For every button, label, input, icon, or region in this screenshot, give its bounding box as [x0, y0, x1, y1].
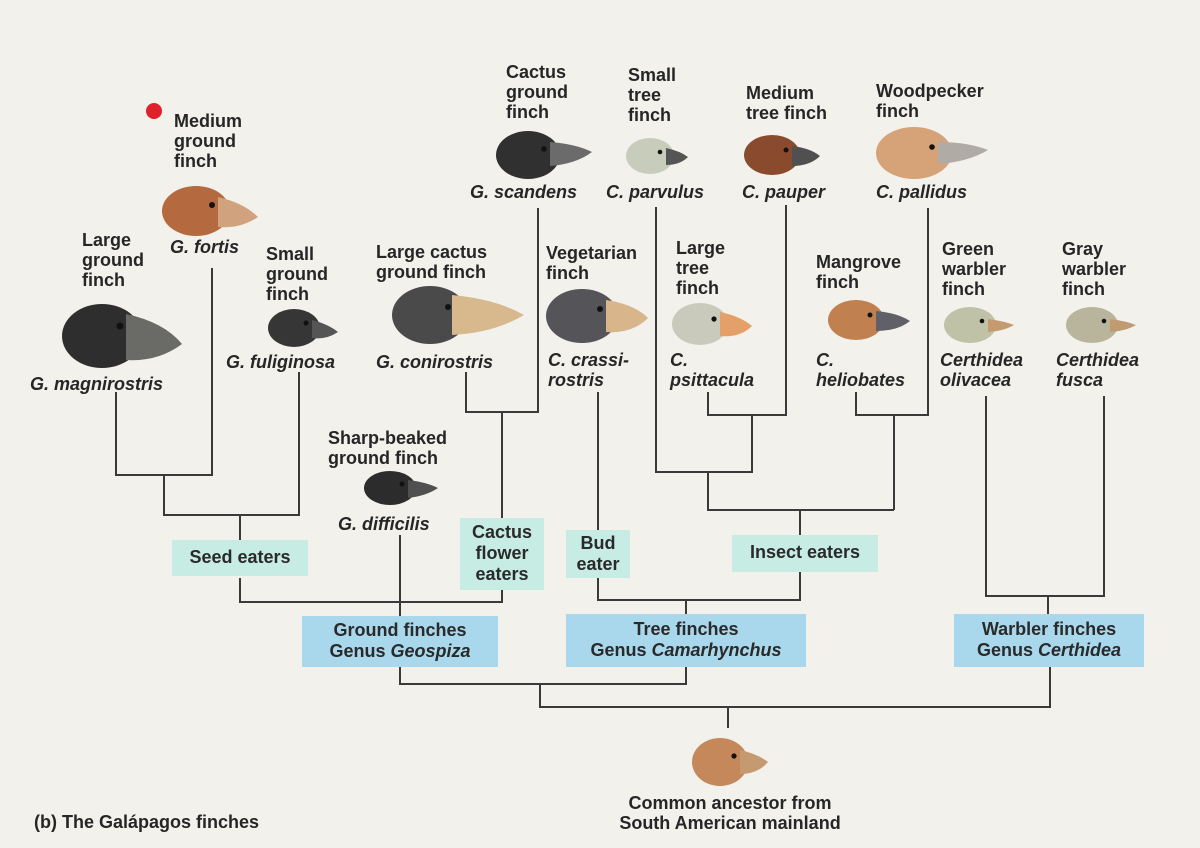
finch-head-difficilis — [364, 471, 438, 505]
finch-head-ancestor — [692, 738, 768, 786]
common-name-pauper: Medium tree finch — [746, 83, 828, 123]
scientific-name-fusca: Certhidea fusca — [1056, 350, 1140, 390]
ancestor-label: Common ancestor from South American main… — [619, 793, 841, 833]
scientific-name-olivacea: Certhidea olivacea — [940, 350, 1024, 390]
finch-head-fusca — [1066, 307, 1136, 343]
scientific-name-pallidus: C. pallidus — [876, 182, 968, 202]
branch-psittacula-pauper — [707, 205, 787, 416]
finch-head-scandens — [496, 131, 592, 179]
finch-head-heliobates — [828, 300, 910, 340]
genus-warbler-finches: Warbler finches Genus Certhidea — [954, 614, 1144, 667]
marker-dot — [146, 103, 162, 119]
finch-head-pauper — [744, 135, 820, 175]
common-name-olivacea: Green warbler finch — [942, 239, 1007, 299]
common-name-fuliginosa: Small ground finch — [266, 244, 328, 304]
scientific-name-fuliginosa: G. fuliginosa — [226, 352, 336, 372]
diet-seed-eaters: Seed eaters — [172, 540, 308, 576]
diet-cactus-flower-eaters: Cactus flower eaters — [460, 518, 544, 590]
scientific-name-pauper: C. pauper — [742, 182, 826, 202]
branch-root — [539, 667, 1051, 708]
scientific-name-conirostris: G. conirostris — [376, 352, 494, 372]
branch-parvulus — [655, 207, 753, 473]
branch-heliobates-pallidus — [855, 208, 929, 416]
finch-head-psittacula — [672, 303, 752, 345]
common-name-psittacula: Large tree finch — [676, 238, 726, 298]
branch-insect-eaters — [707, 472, 894, 511]
scientific-name-fortis: G. fortis — [170, 237, 240, 257]
genus-tree-finches: Tree finches Genus Camarhynchus — [566, 614, 806, 667]
finch-head-fuliginosa — [268, 309, 338, 347]
scientific-name-parvulus: C. parvulus — [606, 182, 705, 202]
finch-head-parvulus — [626, 138, 688, 174]
scientific-name-psittacula: C. psittacula — [670, 350, 755, 390]
branch-ground-tree — [399, 667, 687, 685]
figure-caption: (b) The Galápagos finches — [34, 812, 260, 832]
scientific-name-crassirostris: C. crassi- rostris — [548, 350, 630, 390]
common-name-conirostris: Large cactus ground finch — [376, 242, 488, 282]
common-name-fortis: Medium ground finch — [174, 111, 243, 171]
common-name-pallidus: Woodpecker finch — [876, 81, 984, 121]
finch-head-magnirostris — [62, 304, 182, 368]
common-name-magnirostris: Large ground finch — [82, 230, 144, 290]
branch-tree-finches — [597, 572, 801, 601]
scientific-name-scandens: G. scandens — [470, 182, 578, 202]
branch-ground-finches — [239, 578, 503, 603]
branch-warbler-finches — [985, 396, 1105, 597]
scientific-name-difficilis: G. difficilis — [338, 514, 430, 534]
diet-insect-eaters: Insect eaters — [732, 535, 878, 572]
finch-head-pallidus — [876, 127, 988, 179]
branch-seed-eaters — [163, 372, 300, 516]
finch-head-conirostris — [392, 286, 524, 344]
finch-head-olivacea — [944, 307, 1014, 343]
common-name-parvulus: Small tree finch — [628, 65, 677, 125]
common-name-fusca: Gray warbler finch — [1062, 239, 1127, 299]
common-name-heliobates: Mangrove finch — [816, 252, 902, 292]
genus-ground-finches: Ground finches Genus Geospiza — [302, 616, 498, 667]
scientific-name-magnirostris: G. magnirostris — [30, 374, 164, 394]
common-name-scandens: Cactus ground finch — [506, 62, 568, 122]
diet-bud-eater: Bud eater — [566, 530, 630, 578]
common-name-crassirostris: Vegetarian finch — [546, 243, 638, 283]
common-name-difficilis: Sharp-beaked ground finch — [328, 428, 448, 468]
scientific-name-heliobates: C. heliobates — [816, 350, 906, 390]
finch-head-crassirostris — [546, 289, 648, 343]
finch-head-fortis — [162, 186, 258, 236]
